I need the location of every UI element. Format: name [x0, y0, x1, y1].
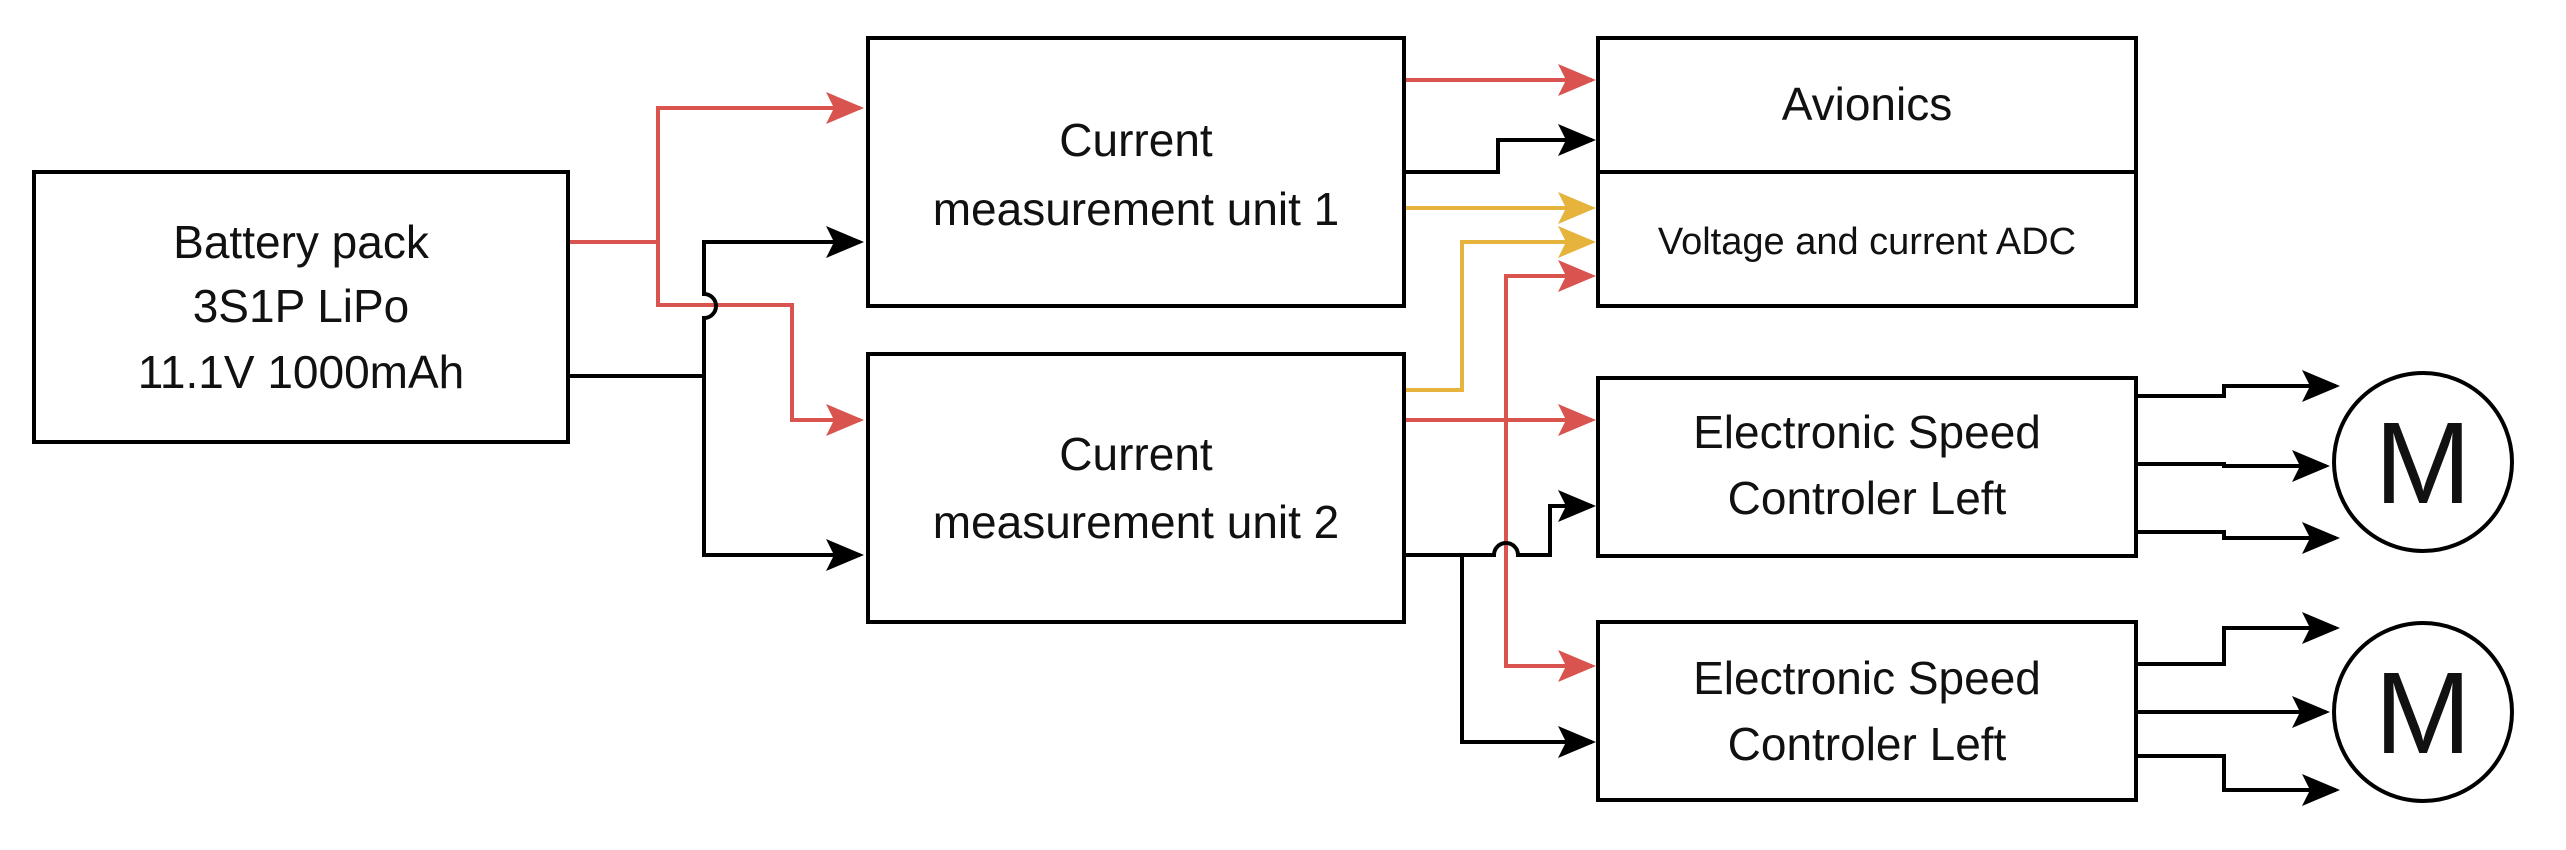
battery-pack-label-line3: 11.1V 1000mAh — [138, 346, 465, 398]
arrowhead-avionics-positive — [1558, 64, 1596, 96]
wire-esc-bottom-phase-c — [2136, 754, 2336, 792]
wire-cmu2-negative-to-esc-bottom — [1460, 555, 1592, 744]
arrowhead-motor-top-phase-a — [2302, 370, 2340, 402]
arrowhead-adc-positive — [1558, 260, 1596, 292]
arrowhead-motor-bottom-phase-c — [2302, 774, 2340, 806]
wire-esc-top-phase-b — [2136, 462, 2326, 468]
wire-battery-positive-to-cmu2 — [656, 242, 860, 422]
wire-battery-negative-to-cmu2 — [702, 376, 860, 557]
wire-esc-bottom-phase-a — [2136, 626, 2336, 666]
esc-bottom-label-line2: Controler Left — [1728, 718, 2007, 770]
arrowhead-cmu2-negative — [826, 539, 864, 571]
avionics-label: Avionics — [1782, 78, 1952, 130]
wire-cmu2-negative-to-esc-top — [1404, 504, 1592, 557]
cmu2-label-line1: Current — [1059, 428, 1213, 480]
avionics-block: Avionics — [1596, 36, 2138, 174]
battery-pack-block: Battery pack 3S1P LiPo 11.1V 1000mAh — [32, 170, 570, 444]
cmu1-label-line1: Current — [1059, 114, 1213, 166]
adc-label: Voltage and current ADC — [1658, 221, 2076, 263]
wire-cmu2-positive-to-adc — [1504, 274, 1592, 668]
arrowhead-esc-top-negative — [1558, 490, 1596, 522]
arrowhead-motor-bottom-phase-a — [2302, 612, 2340, 644]
motor-top-label: M — [2375, 398, 2472, 528]
esc-bottom-block: Electronic Speed Controler Left — [1596, 620, 2138, 802]
arrowhead-avionics-negative — [1558, 124, 1596, 156]
esc-bottom-label-line1: Electronic Speed — [1693, 652, 2041, 704]
wire-esc-top-phase-c — [2136, 530, 2336, 540]
motor-bottom-circle — [2332, 621, 2514, 803]
arrowhead-motor-top-phase-c — [2302, 522, 2340, 554]
motor-bottom-label: M — [2375, 648, 2472, 778]
arrowhead-adc-signal-1 — [1558, 192, 1596, 224]
voltage-current-adc-block: Voltage and current ADC — [1596, 170, 2138, 308]
esc-top-label-line2: Controler Left — [1728, 472, 2007, 524]
arrowhead-motor-top-phase-b — [2292, 450, 2330, 482]
battery-pack-label-line2: 3S1P LiPo — [193, 280, 410, 332]
esc-top-label-line1: Electronic Speed — [1693, 406, 2041, 458]
arrowhead-esc-top-positive — [1558, 404, 1596, 436]
cmu2-label-line2: measurement unit 2 — [933, 496, 1340, 548]
wire-esc-top-phase-a — [2136, 384, 2336, 398]
arrowhead-cmu1-negative — [826, 226, 864, 258]
wire-cmu1-negative-to-avionics — [1404, 138, 1592, 174]
arrowhead-esc-bottom-negative — [1558, 726, 1596, 758]
current-measurement-unit-1-block: Current measurement unit 1 — [866, 36, 1406, 308]
arrowhead-cmu1-positive — [826, 92, 864, 124]
arrowhead-esc-bottom-positive — [1558, 650, 1596, 682]
motor-bottom: M — [2332, 621, 2514, 803]
arrowhead-cmu2-positive — [826, 404, 864, 436]
wire-battery-positive-to-cmu1 — [568, 106, 860, 244]
cmu1-label-line2: measurement unit 1 — [933, 183, 1340, 235]
motor-top: M — [2332, 371, 2514, 553]
esc-top-block: Electronic Speed Controler Left — [1596, 376, 2138, 558]
arrowhead-motor-bottom-phase-b — [2292, 696, 2330, 728]
wire-battery-negative-to-cmu1 — [702, 240, 860, 376]
wire-cmu2-signal-to-adc — [1404, 240, 1592, 392]
motor-top-circle — [2332, 371, 2514, 553]
battery-pack-label-line1: Battery pack — [173, 216, 430, 268]
current-measurement-unit-2-block: Current measurement unit 2 — [866, 352, 1406, 624]
arrowhead-adc-signal-2 — [1558, 226, 1596, 258]
